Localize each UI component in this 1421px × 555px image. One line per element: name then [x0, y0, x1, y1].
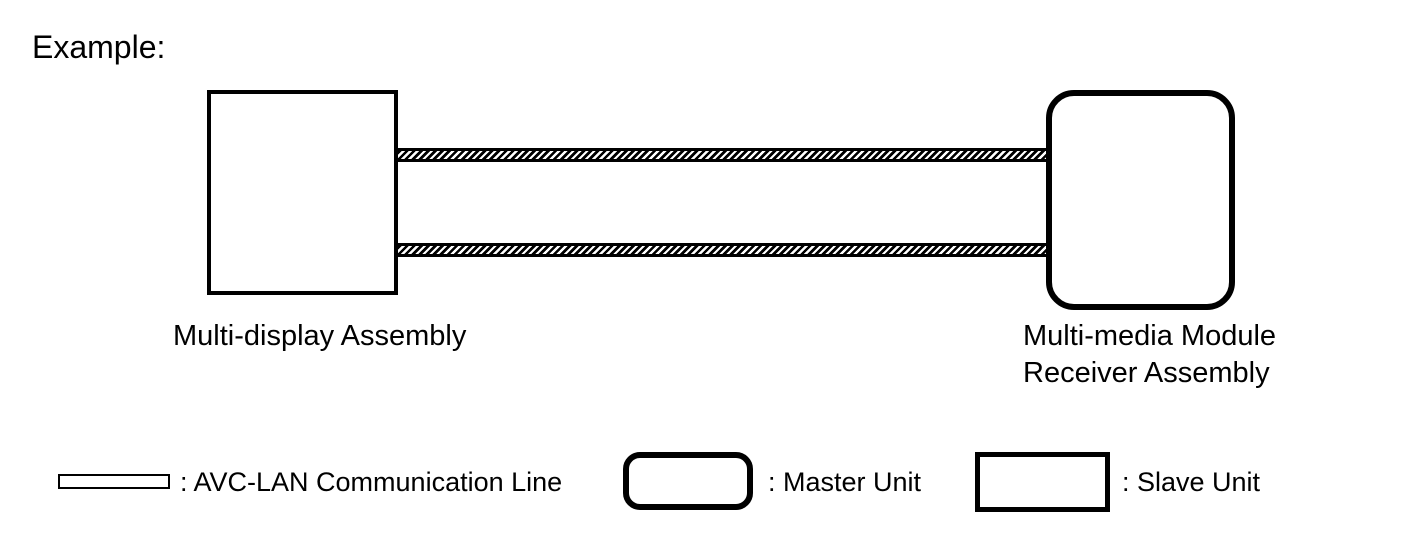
- master-unit-swatch-icon: [623, 452, 753, 510]
- node-multimedia-module-receiver-assembly: [1046, 90, 1235, 310]
- node-label-multimedia-module-receiver-assembly: Multi-media Module Receiver Assembly: [1023, 318, 1276, 392]
- node-multi-display-assembly: [207, 90, 398, 295]
- page-title: Example:: [32, 29, 166, 65]
- avc-lan-line-bottom: [398, 243, 1046, 257]
- slave-unit-swatch-icon: [975, 452, 1110, 512]
- legend-avc-lan-line-label: : AVC-LAN Communication Line: [180, 467, 563, 497]
- node-label-line-1: Multi-media Module: [1023, 320, 1277, 352]
- avc-lan-line-top: [398, 148, 1046, 162]
- legend-slave-unit-label: : Slave Unit: [1122, 467, 1261, 497]
- node-label-multi-display-assembly: Multi-display Assembly: [173, 320, 467, 352]
- legend-master-unit-label: : Master Unit: [768, 467, 922, 497]
- avc-lan-line-swatch-icon: [58, 474, 170, 489]
- node-label-line-2: Receiver Assembly: [1023, 357, 1270, 389]
